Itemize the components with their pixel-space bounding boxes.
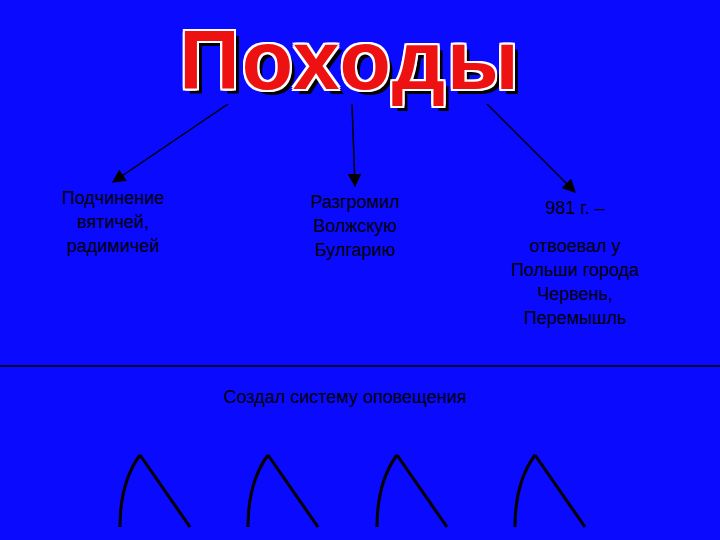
text-node: 981 г. – отвоевал у Польши города Червень… xyxy=(500,196,650,330)
node-text: 981 г. – xyxy=(500,196,650,220)
text-node: Разгромил Волжскую Булгарию xyxy=(285,190,425,262)
arrow-connector xyxy=(352,104,355,186)
note-label: Создал систему оповещения xyxy=(224,385,467,409)
signal-fires xyxy=(120,455,585,527)
fire-symbol xyxy=(377,455,447,527)
fire-symbol xyxy=(515,455,585,527)
node-text: Разгромил Волжскую Булгарию xyxy=(285,190,425,262)
text-node: Подчинение вятичей, радимичей xyxy=(33,186,193,258)
arrow-connector xyxy=(487,104,575,192)
node-text: Подчинение вятичей, радимичей xyxy=(33,186,193,258)
fire-symbol xyxy=(248,455,318,527)
divider-line xyxy=(0,365,720,367)
title-text: Походы xyxy=(175,18,525,102)
fire-symbol xyxy=(120,455,190,527)
node-text: отвоевал у Польши города Червень, Перемы… xyxy=(500,234,650,330)
arrow-connector xyxy=(113,104,228,182)
title-node: Походы xyxy=(175,18,525,102)
